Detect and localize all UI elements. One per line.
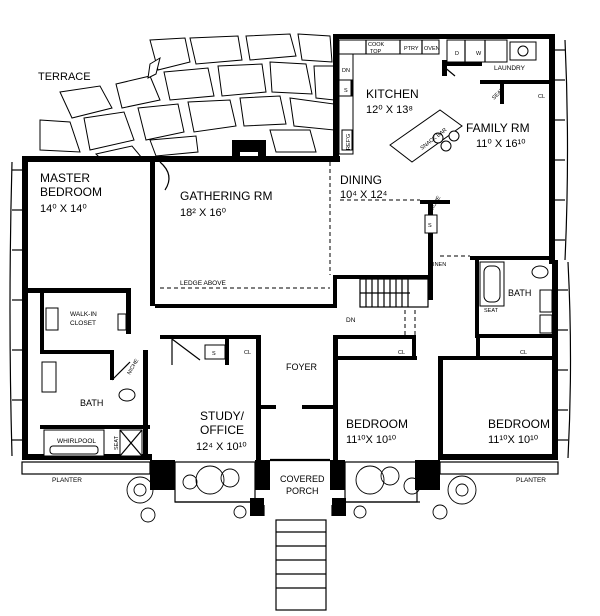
refrigerator-label: REF'G xyxy=(346,134,352,150)
door-swings xyxy=(111,65,456,381)
cook-top-label-1: COOK xyxy=(368,42,385,48)
kitchen-sink-label: S xyxy=(344,88,348,94)
porch-and-walkway xyxy=(175,458,420,611)
walk-in-closet-line-2: CLOSET xyxy=(70,320,96,327)
bedroom-middle-dimensions: 11¹⁰X 10¹⁰ xyxy=(346,434,397,446)
kitchen-name: KITCHEN xyxy=(366,87,419,101)
whirlpool-tub xyxy=(43,429,105,457)
laundry-label: LAUNDRY xyxy=(494,65,526,72)
dn-kitchen-label: DN xyxy=(342,68,350,74)
study-dimensions: 12⁴ X 10¹⁰ xyxy=(196,441,247,453)
cl-study-label: CL xyxy=(244,350,251,356)
gathering-room-name: GATHERING RM xyxy=(180,189,272,203)
walk-in-closet-line-1: WALK-IN xyxy=(70,311,97,318)
family-room-name: FAMILY RM xyxy=(466,121,530,135)
whirlpool-label: WHIRLPOOL xyxy=(57,438,96,445)
bedroom-middle-name: BEDROOM xyxy=(346,417,408,431)
sink-study-label: S xyxy=(212,351,216,357)
right-bath-label: BATH xyxy=(508,288,531,298)
exterior-walls xyxy=(22,34,558,516)
linen-label: LINEN xyxy=(430,262,446,268)
staircase xyxy=(359,278,429,308)
dining-name: DINING xyxy=(340,173,382,187)
covered-porch-line-2: PORCH xyxy=(286,486,319,496)
foyer-label: FOYER xyxy=(286,362,318,372)
covered-porch-line-1: COVERED xyxy=(280,474,325,484)
shrubs xyxy=(126,465,477,523)
bedroom-right-name: BEDROOM xyxy=(488,417,550,431)
master-bedroom-dimensions: 14⁰ X 14⁰ xyxy=(40,203,87,215)
gathering-room-dimensions: 18² X 16⁰ xyxy=(180,207,227,219)
washer-label: W xyxy=(476,51,482,57)
cook-top-label-2: TOP xyxy=(370,49,382,55)
window-markers xyxy=(9,39,572,459)
dn-stair-label: DN xyxy=(346,317,356,324)
niche-master-label: NICHE xyxy=(127,358,141,376)
ledge-above-label: LEDGE ABOVE xyxy=(180,280,227,287)
dishwasher-label: D xyxy=(455,51,459,57)
pantry-label: PTRY xyxy=(404,46,419,52)
terrace-flagstones xyxy=(39,33,335,159)
cl-bedroom-middle-label: CL xyxy=(398,350,405,356)
planter-right-label: PLANTER xyxy=(516,477,546,484)
master-bedroom-name-1: MASTER xyxy=(40,171,90,185)
bath-fixtures xyxy=(41,79,553,457)
study-name-1: STUDY/ xyxy=(200,409,245,423)
cl-family-label: CL xyxy=(538,94,545,100)
snack-bar xyxy=(389,109,463,163)
cl-bedroom-right-label: CL xyxy=(520,350,527,356)
dashed-lines xyxy=(160,162,470,335)
family-room-dimensions: 11⁰ X 16¹⁰ xyxy=(476,138,526,150)
oven-label: OVEN xyxy=(424,46,440,52)
planter-left-label: PLANTER xyxy=(52,477,82,484)
kitchen-dimensions: 12⁰ X 13⁸ xyxy=(366,104,413,116)
fireplace xyxy=(232,140,266,162)
kitchen-fixtures xyxy=(338,39,537,163)
master-bedroom-name-2: BEDROOM xyxy=(40,185,102,199)
study-name-2: OFFICE xyxy=(200,423,244,437)
master-bath-label: BATH xyxy=(80,398,103,408)
terrace-label: TERRACE xyxy=(38,71,91,83)
seat-bath-label: SEAT xyxy=(484,308,499,314)
closet-shelves xyxy=(45,307,127,331)
seat-master-label: SEAT xyxy=(114,435,120,450)
dining-dimensions: 10⁴ X 12⁴ xyxy=(340,189,388,201)
interior-walls xyxy=(28,60,555,460)
bedroom-right-dimensions: 11¹⁰X 10¹⁰ xyxy=(488,434,539,446)
sink-dining-label: S xyxy=(428,223,432,229)
